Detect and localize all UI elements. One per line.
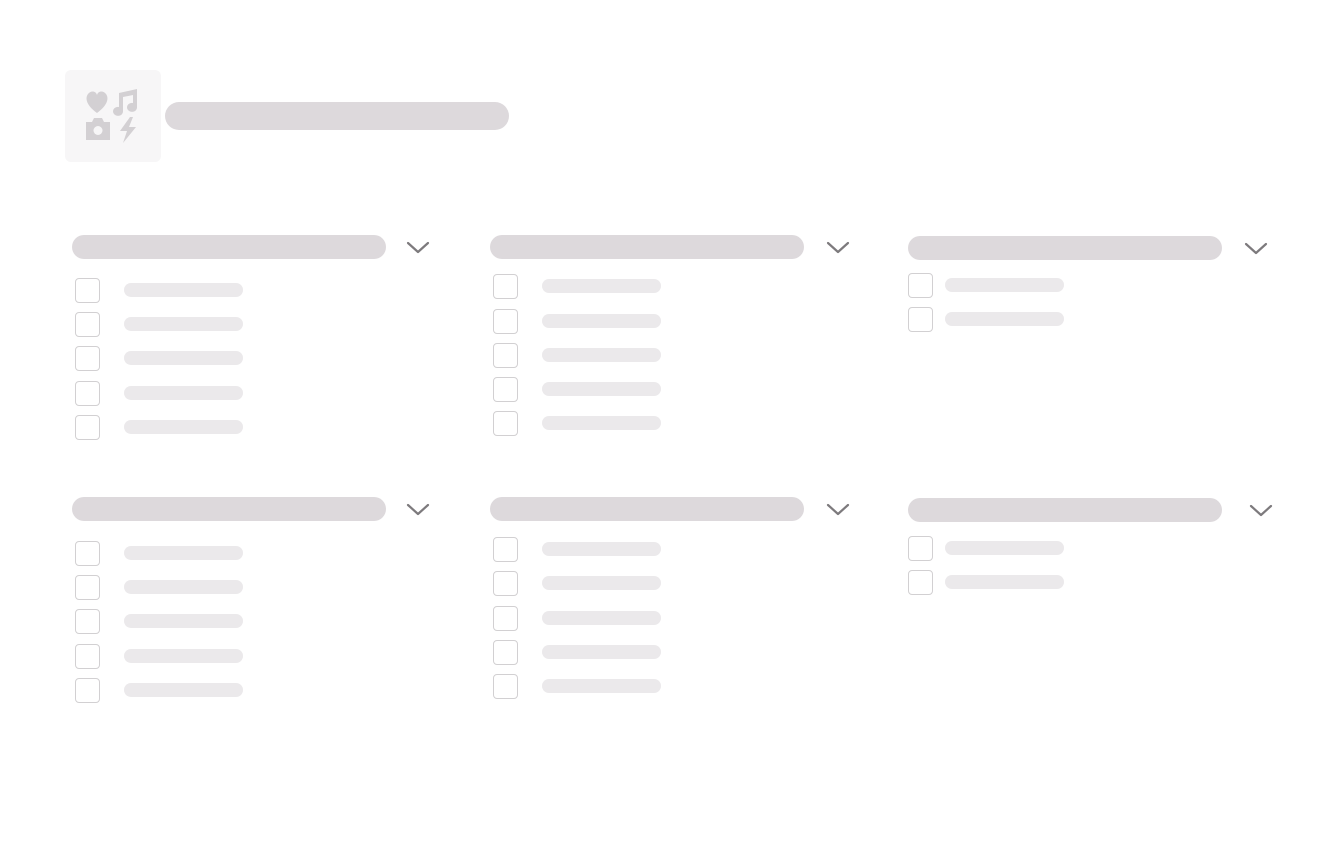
filter-option[interactable] <box>493 376 693 402</box>
filter-option[interactable] <box>493 410 693 436</box>
checkbox[interactable] <box>493 570 518 596</box>
filter-option[interactable] <box>75 643 275 669</box>
filter-option-label <box>542 416 661 430</box>
filter-option-label <box>542 576 661 590</box>
filter-option-label <box>542 348 661 362</box>
filter-option-label <box>124 420 243 434</box>
filter-option[interactable] <box>493 639 693 665</box>
checkbox[interactable] <box>493 376 518 402</box>
filter-option[interactable] <box>493 342 693 368</box>
filter-option-label <box>542 542 661 556</box>
heart-music-camera-bolt-icon <box>86 89 138 143</box>
filter-option[interactable] <box>908 306 1108 332</box>
filter-group-title <box>72 235 386 259</box>
filter-option[interactable] <box>75 414 275 440</box>
checkbox[interactable] <box>908 535 933 561</box>
checkbox[interactable] <box>75 677 100 703</box>
checkbox[interactable] <box>493 273 518 299</box>
checkbox[interactable] <box>75 643 100 669</box>
filter-option[interactable] <box>493 605 693 631</box>
checkbox[interactable] <box>75 277 100 303</box>
chevron-down-icon <box>406 241 430 254</box>
checkbox[interactable] <box>908 306 933 332</box>
filter-option-label <box>124 386 243 400</box>
chevron-down-icon <box>1249 504 1273 517</box>
filter-option-label <box>542 314 661 328</box>
filter-option[interactable] <box>75 677 275 703</box>
chevron-down-icon <box>826 241 850 254</box>
checkbox[interactable] <box>493 605 518 631</box>
page-title <box>165 102 509 130</box>
filter-option[interactable] <box>75 380 275 406</box>
checkbox[interactable] <box>493 639 518 665</box>
filter-group-title <box>908 236 1222 260</box>
checkbox[interactable] <box>75 608 100 634</box>
filter-option[interactable] <box>493 570 693 596</box>
filter-option-label <box>542 611 661 625</box>
checkbox[interactable] <box>493 536 518 562</box>
filter-option-label <box>945 575 1064 589</box>
checkbox[interactable] <box>493 308 518 334</box>
filter-option[interactable] <box>75 277 275 303</box>
filter-option[interactable] <box>493 273 693 299</box>
filter-option[interactable] <box>493 673 693 699</box>
checkbox[interactable] <box>75 540 100 566</box>
filter-option[interactable] <box>908 535 1108 561</box>
checkbox[interactable] <box>75 345 100 371</box>
checkbox[interactable] <box>75 311 100 337</box>
filter-option-label <box>124 546 243 560</box>
filter-option[interactable] <box>75 311 275 337</box>
filter-option-label <box>542 279 661 293</box>
expand-button[interactable] <box>824 499 852 521</box>
checkbox[interactable] <box>75 414 100 440</box>
filter-option[interactable] <box>493 308 693 334</box>
filter-group-title <box>490 497 804 521</box>
filter-option-label <box>945 312 1064 326</box>
filter-group-title <box>490 235 804 259</box>
filter-option-label <box>124 351 243 365</box>
filter-option[interactable] <box>75 540 275 566</box>
checkbox[interactable] <box>908 569 933 595</box>
app-logo <box>65 70 161 162</box>
expand-button[interactable] <box>824 237 852 259</box>
expand-button[interactable] <box>1242 238 1270 260</box>
checkbox[interactable] <box>75 380 100 406</box>
filter-option-label <box>124 614 243 628</box>
filter-option[interactable] <box>908 272 1108 298</box>
filter-option-label <box>124 283 243 297</box>
expand-button[interactable] <box>1247 500 1275 522</box>
filter-option[interactable] <box>75 345 275 371</box>
filter-option-label <box>124 683 243 697</box>
filter-option[interactable] <box>75 608 275 634</box>
filter-option-label <box>945 541 1064 555</box>
checkbox[interactable] <box>75 574 100 600</box>
chevron-down-icon <box>1244 242 1268 255</box>
filter-option[interactable] <box>493 536 693 562</box>
filter-option-label <box>542 679 661 693</box>
checkbox[interactable] <box>908 272 933 298</box>
filter-option-label <box>945 278 1064 292</box>
filter-option-label <box>124 580 243 594</box>
filter-option-label <box>124 317 243 331</box>
filter-option-label <box>542 645 661 659</box>
filter-option[interactable] <box>908 569 1108 595</box>
chevron-down-icon <box>826 503 850 516</box>
checkbox[interactable] <box>493 410 518 436</box>
checkbox[interactable] <box>493 342 518 368</box>
filter-group-title <box>72 497 386 521</box>
checkbox[interactable] <box>493 673 518 699</box>
chevron-down-icon <box>406 503 430 516</box>
expand-button[interactable] <box>404 499 432 521</box>
filter-option[interactable] <box>75 574 275 600</box>
expand-button[interactable] <box>404 237 432 259</box>
filter-option-label <box>542 382 661 396</box>
filter-group-title <box>908 498 1222 522</box>
filter-option-label <box>124 649 243 663</box>
